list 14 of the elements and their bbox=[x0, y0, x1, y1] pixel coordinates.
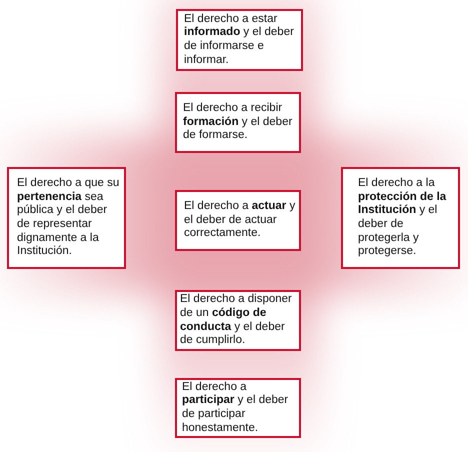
rights-text: El derecho a que su pertenencia sea pública y el deber de representar dignamente a la Institución. bbox=[17, 177, 120, 259]
rights-text: El derecho a recibir formación y el deber de formarse. bbox=[183, 102, 294, 143]
rights-box bbox=[175, 190, 301, 251]
rights-text: El derecho a disponer de un código de conducta y el deber de cumplirlo. bbox=[180, 293, 293, 348]
rights-box bbox=[175, 290, 301, 351]
rights-text: El derecho a actuar y el deber de actuar correctamente. bbox=[184, 200, 296, 241]
rights-text: El derecho a la protección de la Institución y el deber de protegerla y protegerse. bbox=[358, 177, 448, 259]
rights-box bbox=[175, 378, 301, 438]
rights-box bbox=[175, 92, 301, 153]
rights-box bbox=[341, 167, 460, 269]
rights-text: El derecho a participar y el deber de participar honestamente. bbox=[182, 380, 290, 436]
rights-text: El derecho a estar informado y el deber de informarse e informar. bbox=[184, 12, 295, 68]
rights-box bbox=[7, 167, 126, 269]
rights-box bbox=[176, 9, 303, 71]
